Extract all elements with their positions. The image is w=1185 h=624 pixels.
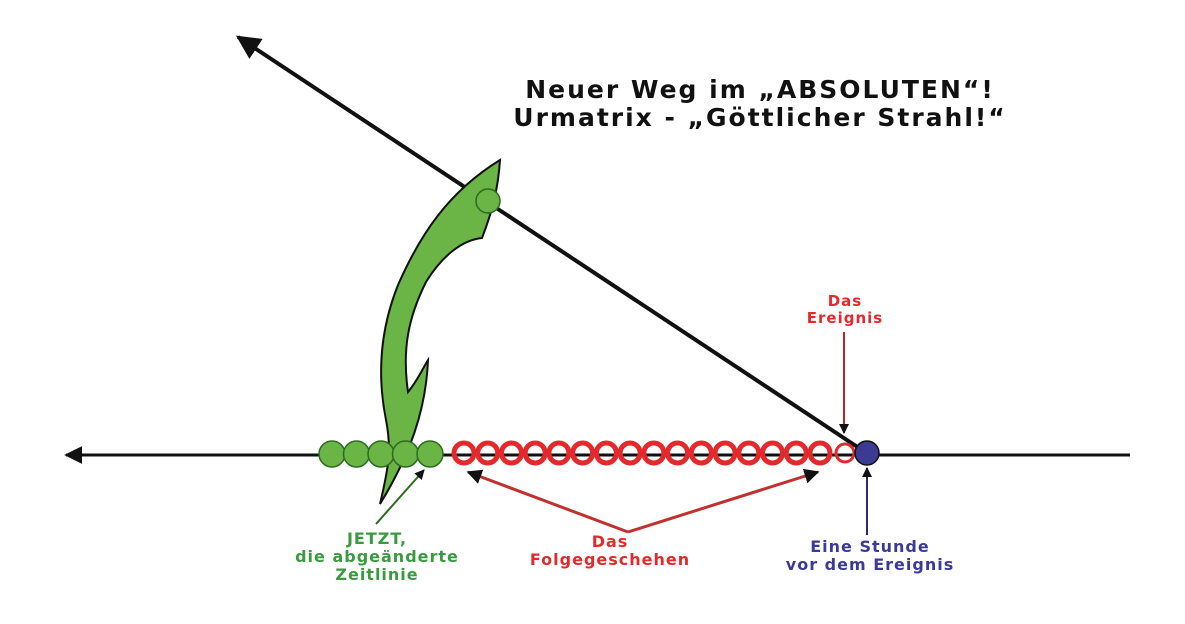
- label-eine-stunde: Eine Stunde vor dem Ereignis: [750, 538, 990, 574]
- green-timeline-circle: [391, 440, 420, 468]
- folge-pointer-left: [466, 469, 629, 534]
- ereignis-line-2: Ereignis: [806, 308, 884, 327]
- red-timeline-ring: [593, 440, 619, 466]
- red-timeline-ring: [760, 440, 786, 466]
- folge-line-2: Folgegeschehen: [529, 549, 691, 569]
- title-line-2: Urmatrix - „Göttlicher Strahl!“: [513, 102, 1007, 132]
- label-jetzt: JETZT, die abgeänderte Zeitlinie: [262, 530, 492, 584]
- green-timeline-circle: [342, 440, 371, 468]
- label-ereignis: Das Ereignis: [790, 293, 900, 327]
- green-timeline-circle: [318, 440, 346, 468]
- red-timeline-ring: [641, 440, 667, 466]
- red-timeline-ring: [546, 440, 572, 466]
- blue-event-circle: [854, 440, 880, 466]
- jetzt-line-3: Zeitlinie: [335, 564, 419, 584]
- diagram-title: Neuer Weg im „ABSOLUTEN“! Urmatrix - „Gö…: [430, 76, 1090, 131]
- red-timeline-ring: [688, 440, 714, 466]
- red-timeline-ring: [783, 440, 809, 466]
- red-timeline-ring: [665, 440, 691, 466]
- red-event-ring: [834, 442, 856, 464]
- red-rings: [451, 440, 856, 466]
- red-timeline-ring: [807, 440, 833, 466]
- red-timeline-ring: [736, 440, 762, 466]
- jetzt-pointer: [375, 469, 425, 525]
- green-circles: [318, 440, 444, 468]
- folge-pointer-right: [627, 468, 820, 534]
- red-timeline-ring: [712, 440, 738, 466]
- ray-green-circle: [475, 188, 501, 214]
- ereignis-line-1: Das: [827, 292, 863, 310]
- stunde-line-2: vor dem Ereignis: [785, 554, 955, 574]
- green-timeline-circle: [367, 440, 395, 468]
- divine-ray-line: [235, 35, 864, 452]
- green-hook-shape: [379, 158, 502, 505]
- red-timeline-ring: [617, 440, 643, 466]
- red-timeline-ring: [498, 440, 524, 466]
- red-timeline-ring: [451, 440, 477, 466]
- green-timeline-circle: [416, 440, 444, 468]
- stunde-line-1: Eine Stunde: [810, 537, 930, 556]
- folge-line-1: Das: [591, 532, 629, 551]
- jetzt-line-1: JETZT,: [346, 529, 408, 548]
- red-timeline-ring: [570, 440, 596, 466]
- title-line-1: Neuer Weg im „ABSOLUTEN“!: [525, 75, 995, 104]
- red-timeline-ring: [475, 440, 501, 466]
- jetzt-line-2: die abgeänderte: [295, 546, 459, 566]
- label-folgegeschehen: Das Folgegeschehen: [500, 533, 720, 569]
- red-timeline-ring: [522, 440, 548, 466]
